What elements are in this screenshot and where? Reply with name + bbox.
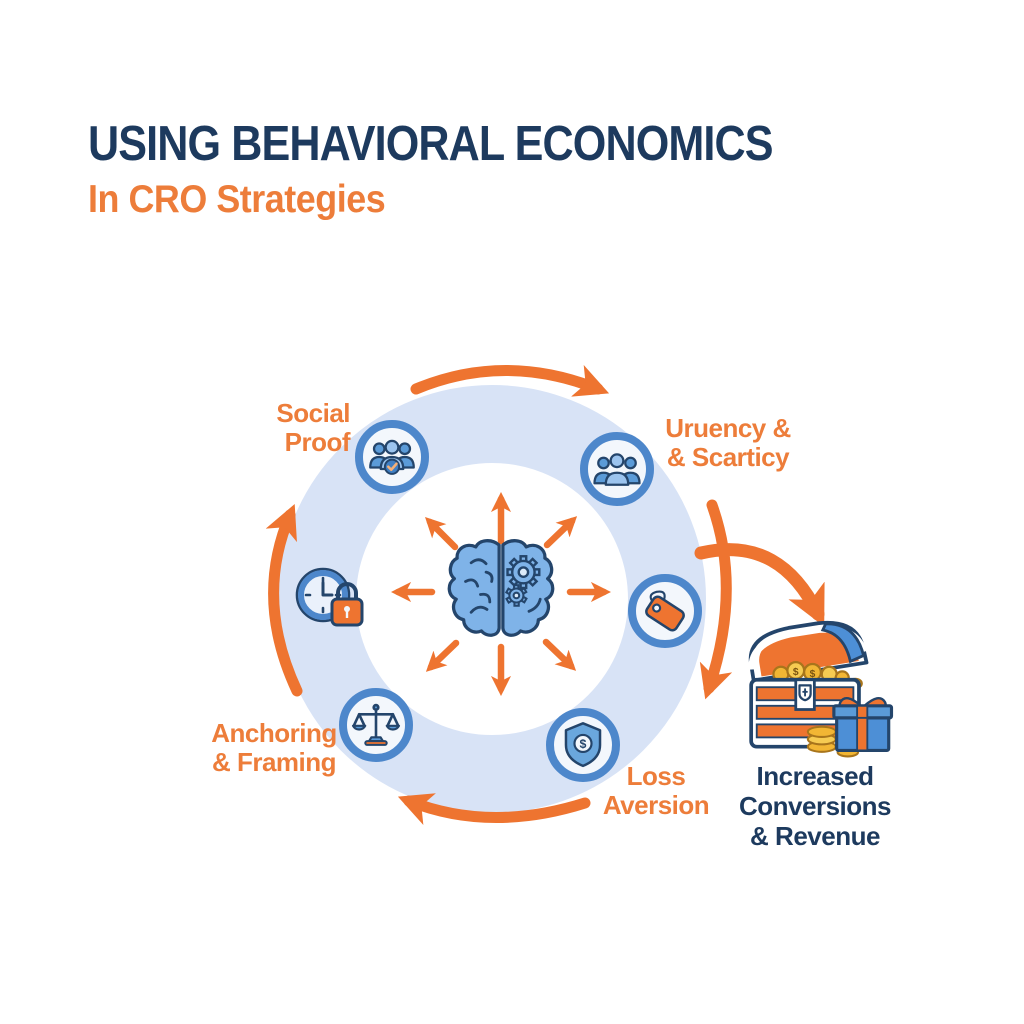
page-title: USING BEHAVIORAL ECONOMICS xyxy=(88,117,774,171)
radiating-arrows-icon xyxy=(390,491,612,697)
urgency-scarcity-badge xyxy=(580,432,654,506)
brain-gears-icon xyxy=(447,539,555,637)
balance-scale-icon xyxy=(351,703,401,746)
people-group-icon xyxy=(593,453,641,486)
anchoring-framing-badge xyxy=(339,688,413,762)
anchoring-framing-label: Anchoring & Framing xyxy=(211,718,337,777)
urgency-scarcity-label: Uruency & & Scarticy xyxy=(665,413,791,472)
cycle-arrow-left-icon xyxy=(265,504,303,697)
price-tag-icon xyxy=(645,590,685,632)
cycle-arrow-top-icon xyxy=(410,364,610,397)
gear-small-icon xyxy=(504,584,528,607)
clock-lock-icon xyxy=(295,567,364,627)
gift-box-icon xyxy=(832,697,894,752)
gear-large-icon xyxy=(506,555,541,590)
cycle-arrow-right-icon xyxy=(699,499,733,700)
svg-text:$: $ xyxy=(580,737,587,751)
treasure-chest-icon: $ $ xyxy=(748,620,894,758)
outcome-label: Increased Conversions & Revenue xyxy=(739,761,892,851)
loss-aversion-badge: $ xyxy=(546,708,620,782)
cycle-arrow-bottom-icon xyxy=(397,793,591,825)
svg-text:$: $ xyxy=(793,667,799,678)
outcome-arrow-icon xyxy=(694,543,825,627)
svg-text:$: $ xyxy=(810,669,816,680)
loss-aversion-label: Loss Aversion xyxy=(602,761,710,820)
page-subtitle: In CRO Strategies xyxy=(88,178,386,221)
people-check-icon xyxy=(369,439,415,475)
shield-dollar-icon: $ xyxy=(564,722,602,768)
social-proof-badge xyxy=(355,420,429,494)
social-proof-label: Social Proof xyxy=(276,398,350,457)
price-tag-badge xyxy=(628,574,702,648)
